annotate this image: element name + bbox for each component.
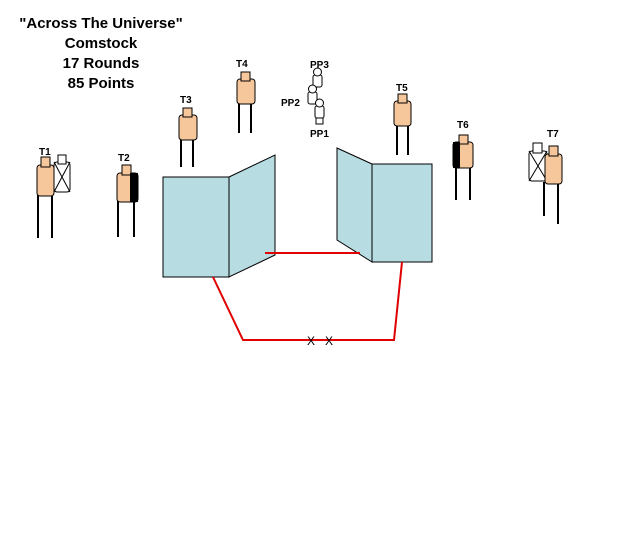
target-label-t3: T3 (180, 95, 192, 106)
no-shoot-t7 (528, 142, 548, 182)
target-t4: T4 (236, 59, 256, 133)
target-label-t4: T4 (236, 59, 248, 70)
target-label-t2: T2 (118, 153, 130, 164)
hard-cover-t2 (130, 173, 138, 202)
shooting-area-fault-line (212, 261, 403, 341)
target-t2: T2 (116, 153, 139, 237)
target-label-t7: T7 (547, 129, 559, 140)
right-wall-angled-panel (336, 147, 373, 263)
popper-pp2 (307, 84, 318, 105)
popper-label-pp2: PP2 (281, 98, 300, 109)
target-label-t6: T6 (457, 120, 469, 131)
left-wall (162, 154, 276, 278)
stage-title-block: "Across The Universe" Comstock 17 Rounds… (0, 14, 202, 94)
stage-name: "Across The Universe" (19, 15, 183, 32)
popper-label-pp3: PP3 (310, 60, 329, 71)
target-t1: T1 (36, 147, 71, 238)
left-wall-angled-panel (228, 154, 276, 278)
stage-round-count: 17 Rounds (62, 55, 140, 72)
target-label-t1: T1 (39, 147, 51, 158)
left-wall-front-panel (162, 176, 230, 278)
target-t3: T3 (178, 95, 198, 167)
stage-course-type: Comstock (64, 35, 138, 52)
target-t5: T5 (393, 83, 412, 155)
stage-points: 85 Points (67, 75, 135, 92)
target-label-t5: T5 (396, 83, 408, 94)
shooting-position-mark-1: X (307, 334, 315, 348)
target-t7: T7 (528, 129, 563, 224)
popper-label-pp1: PP1 (310, 129, 329, 140)
hard-cover-t6 (453, 142, 460, 168)
shooting-position-mark-2: X (325, 334, 333, 348)
right-wall-front-panel (371, 163, 433, 263)
popper-pp1 (314, 98, 325, 125)
popper-pp3 (312, 67, 323, 88)
target-t6: T6 (452, 120, 474, 200)
popper-group: PP3 PP2 PP1 (281, 60, 329, 140)
right-wall (336, 147, 433, 263)
no-shoot-t1 (53, 154, 71, 193)
